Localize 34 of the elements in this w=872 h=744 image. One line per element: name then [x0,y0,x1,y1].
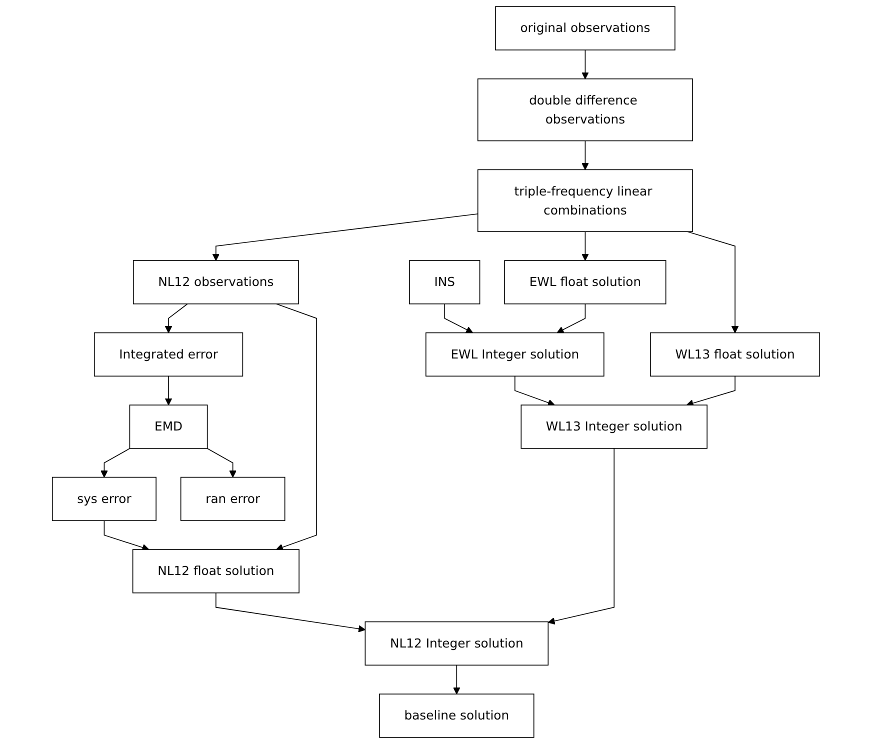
arrow [276,303,317,551]
node-box: INS [409,260,480,304]
arrow [556,303,586,334]
node-box: triple-frequency linear combinations [477,169,693,232]
arrow [453,664,460,694]
arrow [686,376,736,407]
node-box: NL12 Integer solution [364,621,549,666]
arrow [216,592,366,632]
arrow [444,303,474,334]
node-box: baseline solution [379,694,534,738]
arrow [514,376,555,406]
arrow [206,448,236,478]
node-box: Integrated error [94,332,244,377]
node-box: NL12 observations [132,260,299,304]
node-box: ran error [180,476,286,522]
node-box: sys error [52,476,156,522]
node-box: WL13 float solution [650,332,820,377]
arrow [100,448,130,478]
node-box: WL13 Integer solution [520,404,708,449]
arrow [582,231,589,261]
arrow [686,231,739,334]
node-box: EWL Integer solution [426,332,604,377]
arrow [164,303,188,334]
node-box: EMD [129,404,208,449]
arrow [582,50,589,80]
node-box: NL12 float solution [132,549,300,594]
arrow [164,376,172,406]
arrow [548,448,615,625]
arrow [104,520,150,551]
node-box: EWL float solution [504,260,666,304]
arrow [212,213,478,261]
node-box: double difference observations [477,78,693,142]
node-box: original observations [495,6,676,50]
arrow [582,140,589,170]
